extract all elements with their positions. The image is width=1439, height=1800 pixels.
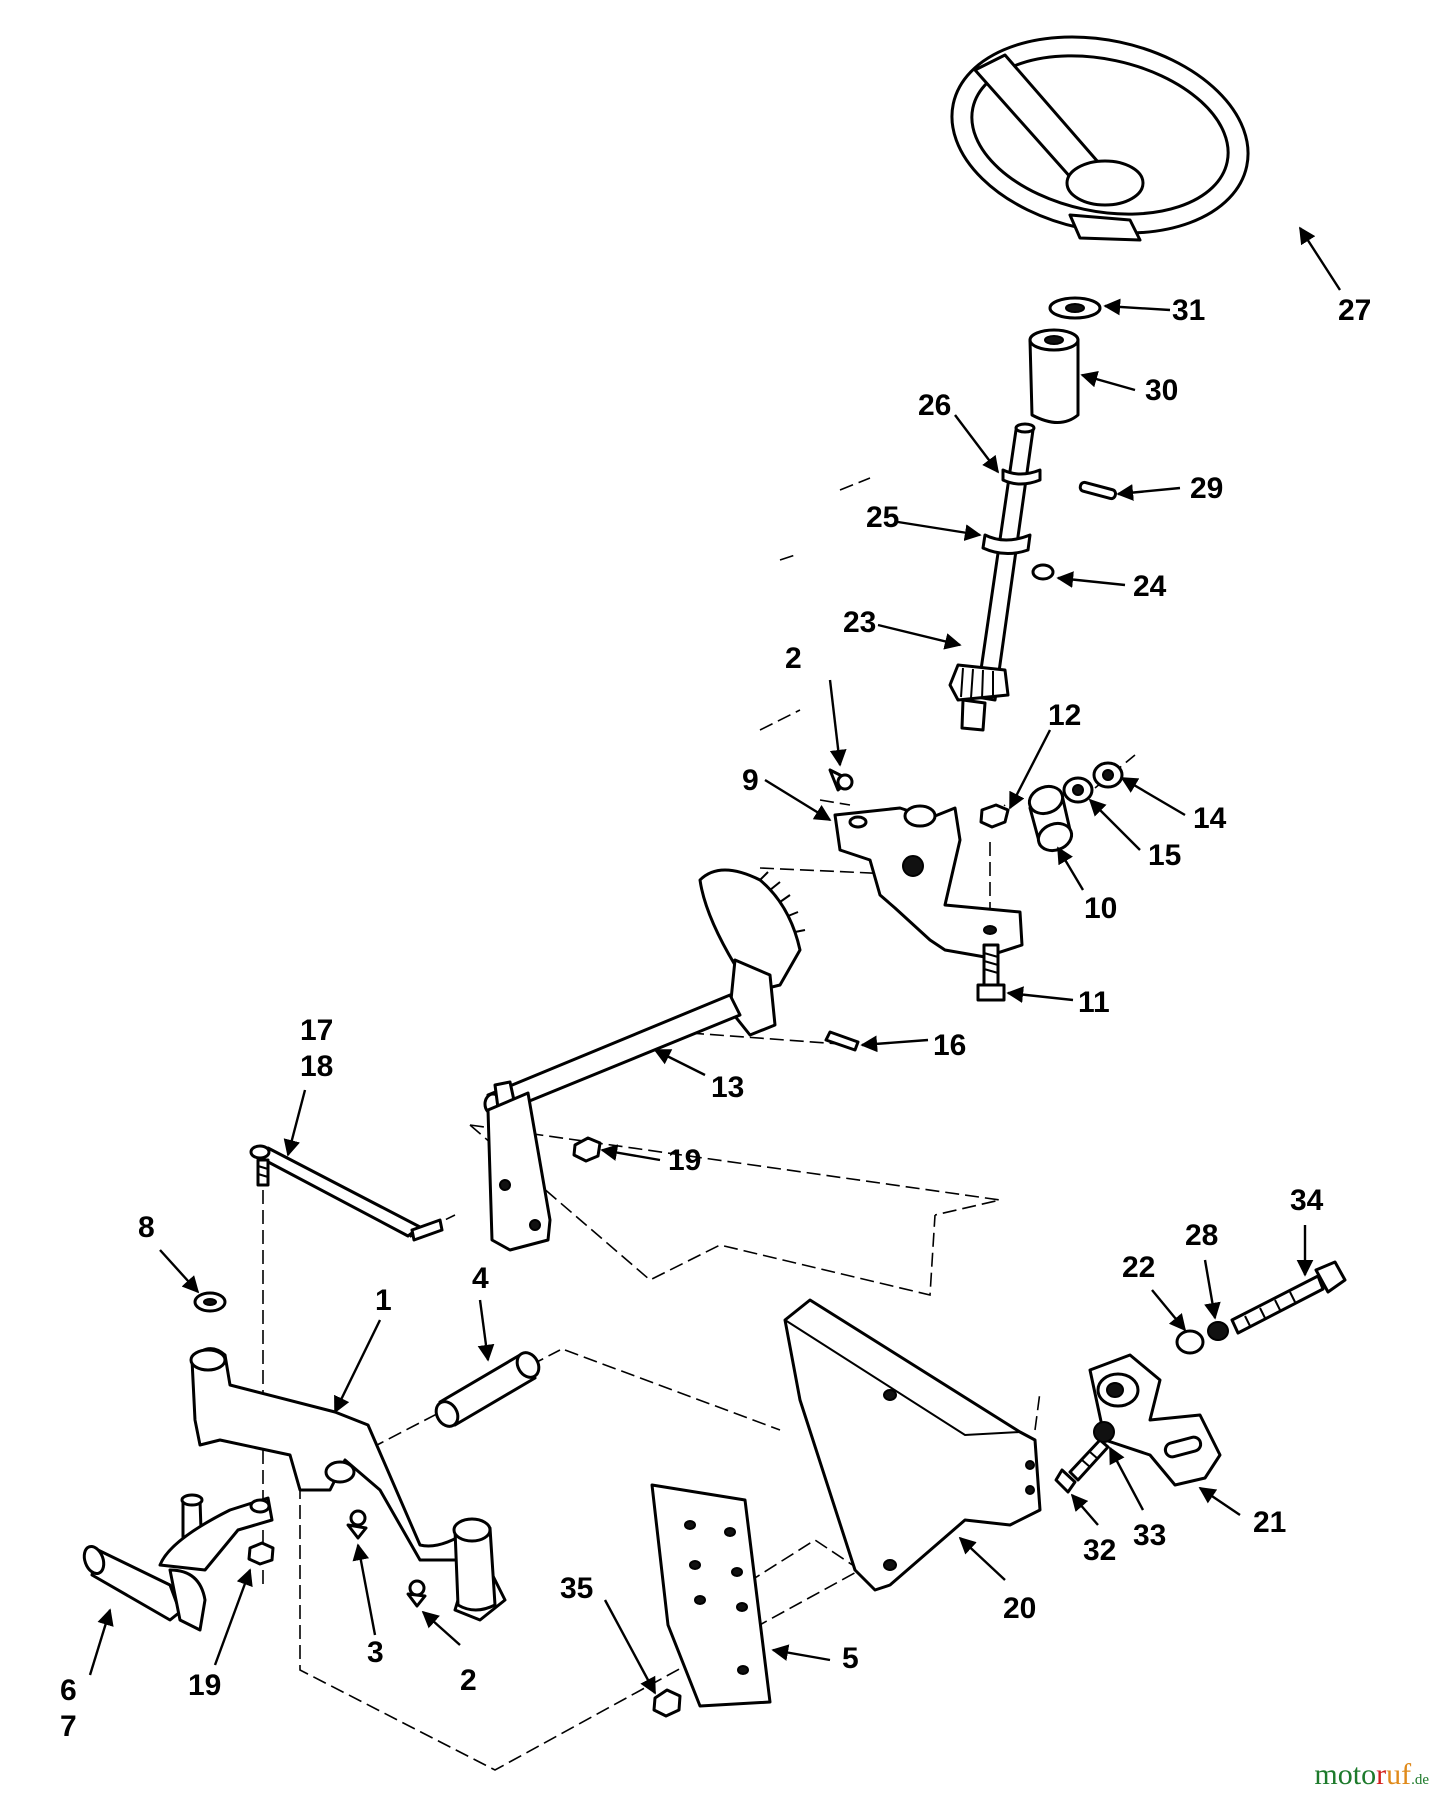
label-23: 23 xyxy=(843,606,876,639)
label-13: 13 xyxy=(711,1071,744,1104)
label-12: 12 xyxy=(1048,699,1081,732)
nut-19-upper xyxy=(572,1136,602,1163)
washer-31 xyxy=(1048,296,1102,320)
label-35: 35 xyxy=(560,1572,593,1605)
washer-8 xyxy=(193,1291,227,1313)
label-20: 20 xyxy=(1003,1592,1036,1625)
tie-rod xyxy=(249,1144,444,1242)
label-11: 11 xyxy=(1078,986,1110,1019)
lock-washer-33 xyxy=(1093,1421,1115,1443)
bushing-30 xyxy=(1028,328,1080,424)
steering-gear-shaft xyxy=(483,868,806,1252)
label-27: 27 xyxy=(1338,294,1371,327)
label-4: 4 xyxy=(472,1262,489,1295)
nut-35 xyxy=(652,1688,682,1718)
label-24: 24 xyxy=(1133,570,1167,603)
steering-shaft xyxy=(948,422,1042,732)
label-14: 14 xyxy=(1193,802,1227,835)
label-1: 1 xyxy=(375,1284,392,1317)
fitting-2-lower xyxy=(406,1579,427,1608)
label-33: 33 xyxy=(1133,1519,1166,1552)
label-7: 7 xyxy=(60,1710,77,1743)
label-16: 16 xyxy=(933,1029,966,1062)
bolt-11 xyxy=(976,943,1006,1002)
label-19-upper: 19 xyxy=(668,1144,701,1177)
label-8: 8 xyxy=(138,1211,155,1244)
label-6: 6 xyxy=(60,1674,77,1707)
label-26: 26 xyxy=(918,389,951,422)
label-21: 21 xyxy=(1253,1506,1286,1539)
pivot-pin-4 xyxy=(434,1351,541,1428)
steering-wheel xyxy=(950,35,1250,242)
label-2-top: 2 xyxy=(785,642,802,675)
label-22: 22 xyxy=(1122,1251,1155,1284)
label-19-lower: 19 xyxy=(188,1669,221,1702)
bolt-32 xyxy=(1054,1438,1110,1494)
label-29: 29 xyxy=(1190,472,1223,505)
front-axle xyxy=(189,1347,507,1622)
label-15: 15 xyxy=(1148,839,1181,872)
label-2-lower: 2 xyxy=(460,1664,477,1697)
spindle xyxy=(82,1493,274,1632)
label-30: 30 xyxy=(1145,374,1178,407)
lock-washer-28 xyxy=(1207,1321,1229,1341)
label-10: 10 xyxy=(1084,892,1117,925)
bolt-34 xyxy=(1230,1260,1347,1335)
label-32: 32 xyxy=(1083,1534,1116,1567)
label-5: 5 xyxy=(842,1642,859,1675)
watermark-logo: motoruf.de xyxy=(1314,1758,1429,1791)
label-3: 3 xyxy=(367,1636,384,1669)
nut-24 xyxy=(1031,563,1055,581)
nut-12 xyxy=(979,803,1010,829)
grease-fitting-top xyxy=(828,768,854,792)
label-31: 31 xyxy=(1172,294,1205,327)
steering-bracket xyxy=(833,804,1024,959)
label-9: 9 xyxy=(742,764,759,797)
fitting-3 xyxy=(346,1509,368,1540)
mounting-plate xyxy=(650,1483,772,1708)
label-18: 18 xyxy=(300,1050,333,1083)
label-34: 34 xyxy=(1290,1184,1324,1217)
nut-19-lower xyxy=(247,1541,275,1566)
bushing-10 xyxy=(1027,784,1074,853)
leader-lines xyxy=(88,226,1342,1695)
frame-bracket xyxy=(783,1298,1042,1592)
pivot-bracket xyxy=(1088,1353,1222,1487)
label-25: 25 xyxy=(866,501,899,534)
cotter-pin-16 xyxy=(824,1030,860,1052)
label-17: 17 xyxy=(300,1014,333,1047)
pin-29 xyxy=(1078,480,1118,501)
part-labels: 27 31 30 26 29 25 24 23 2 9 12 14 15 10 … xyxy=(60,294,1371,1743)
label-28: 28 xyxy=(1185,1219,1218,1252)
spacer-22 xyxy=(1175,1329,1205,1355)
